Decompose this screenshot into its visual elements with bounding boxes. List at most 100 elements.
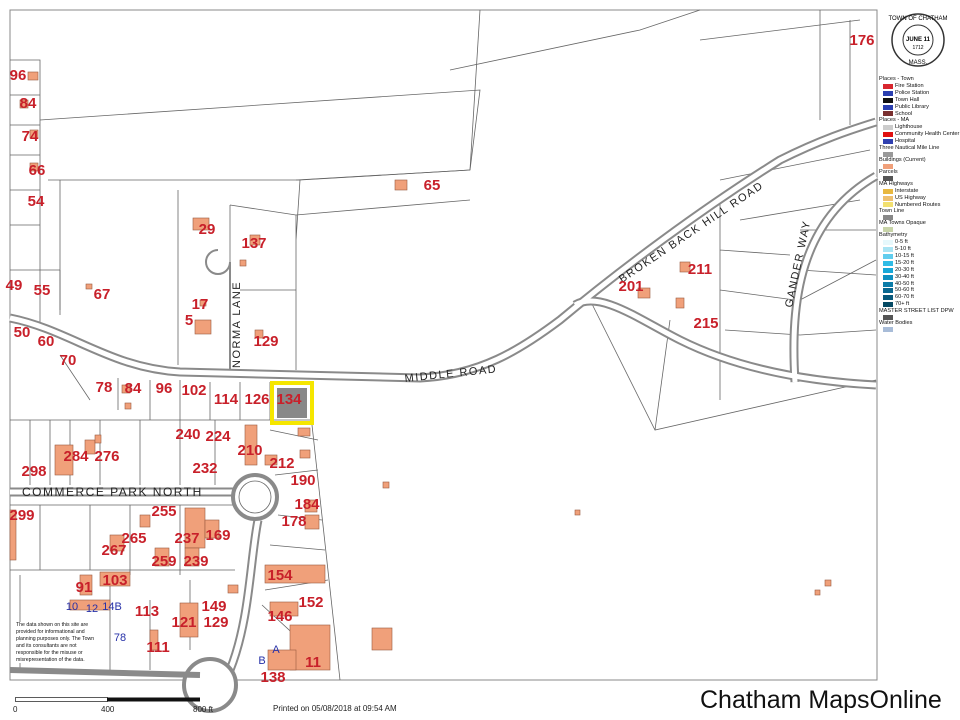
legend-swatch <box>883 246 893 252</box>
parcel-label: 84 <box>125 380 142 397</box>
parcel-label: 259 <box>151 553 176 570</box>
town-seal-logo: JUNE 11 1712 TOWN OF CHATHAM MASS. <box>885 12 951 73</box>
seal-text: TOWN OF CHATHAM <box>888 16 947 22</box>
legend-group-title: Places - Town <box>879 76 914 82</box>
parcel-label: 210 <box>237 442 262 459</box>
road-label-commerce-park-north: COMMERCE PARK NORTH <box>22 485 203 499</box>
building <box>304 514 320 530</box>
building <box>239 259 247 267</box>
parcel-label: 70 <box>60 352 77 369</box>
building <box>194 319 212 335</box>
legend-swatch <box>883 125 893 131</box>
parcel-label: 129 <box>253 333 278 350</box>
legend-item: Community Health Center <box>879 131 960 138</box>
building <box>19 99 29 109</box>
legend-swatch <box>883 295 893 301</box>
legend-swatch <box>883 104 893 110</box>
parcel-label: 111 <box>146 639 169 656</box>
parcel-label: 154 <box>267 567 293 584</box>
building <box>289 624 331 671</box>
roads <box>9 117 879 713</box>
legend-item: 50-60 ft <box>879 287 960 294</box>
legend-item: 0-5 ft <box>879 239 960 246</box>
building <box>269 601 299 617</box>
parcel-label: 176 <box>849 32 874 49</box>
building <box>814 589 821 596</box>
parcel-label: 114 <box>214 391 239 408</box>
legend-item: Numbered Routes <box>879 202 960 209</box>
scale-bar <box>15 697 200 702</box>
scale-label-400: 400 <box>101 705 115 714</box>
legend-item <box>879 315 960 321</box>
unit-label: 10 <box>66 601 78 613</box>
legend-item <box>879 327 960 332</box>
legend-group-title: MASTER STREET LIST DPW <box>879 308 954 315</box>
legend-item: 40-50 ft <box>879 281 960 288</box>
legend-swatch <box>883 90 893 96</box>
legend-item <box>879 215 960 221</box>
building <box>304 499 318 513</box>
buildings <box>9 71 832 671</box>
parcel-label: 121 <box>171 614 196 631</box>
selected-parcel-highlight[interactable] <box>270 381 314 425</box>
legend-item-label: 30-40 ft <box>895 273 914 280</box>
building <box>85 283 93 290</box>
building <box>124 402 132 410</box>
legend-swatch <box>883 175 893 181</box>
legend-item-label: Public Library <box>895 103 929 110</box>
building <box>94 434 102 444</box>
parcel-label: 299 <box>9 507 34 524</box>
scale-label-0: 0 <box>13 705 18 714</box>
parcel-label: 113 <box>135 603 159 620</box>
legend-item-label: Hospital <box>895 138 916 145</box>
building <box>574 509 581 516</box>
unit-label: A <box>272 644 280 656</box>
legend-item-label: 10-15 ft <box>895 252 914 259</box>
legend-item-label: US Highway <box>895 194 926 201</box>
legend-item-label: 40-50 ft <box>895 280 914 287</box>
building <box>264 454 278 466</box>
building <box>254 329 264 339</box>
legend-group-title: Town Line <box>879 208 905 215</box>
legend-item-label: 70+ ft <box>895 301 910 308</box>
parcel-label: 74 <box>22 128 39 145</box>
seal-year: 1712 <box>912 45 923 51</box>
building <box>382 481 390 489</box>
legend-swatch <box>883 253 893 259</box>
legend-swatch <box>883 267 893 273</box>
legend-swatch <box>883 195 893 201</box>
parcel-label: 149 <box>201 598 226 615</box>
legend-swatch <box>883 151 893 157</box>
parcel-label: 224 <box>205 428 231 445</box>
building <box>264 564 326 584</box>
legend-swatch <box>883 240 893 246</box>
unit-label: B <box>258 655 265 667</box>
seal-date: JUNE 11 <box>906 37 931 43</box>
building <box>184 547 200 567</box>
legend-swatch <box>883 227 893 233</box>
parcel-label: 78 <box>96 379 113 396</box>
scale-label-800: 800 ft <box>193 705 214 714</box>
building <box>249 234 261 246</box>
parcel-label: 96 <box>156 380 173 397</box>
parcel-label: 134 <box>276 391 302 408</box>
legend-item <box>879 151 960 157</box>
building <box>99 571 131 587</box>
parcel-label: 152 <box>298 594 323 611</box>
legend-item: US Highway <box>879 195 960 202</box>
parcel-label: 29 <box>199 221 216 238</box>
building <box>149 629 159 651</box>
legend-swatch <box>883 288 893 294</box>
legend-item <box>879 175 960 181</box>
parcel-label: 17 <box>192 296 209 313</box>
building <box>27 71 39 81</box>
legend-item-label: 0-5 ft <box>895 239 908 246</box>
legend-item-label: Lighthouse <box>895 124 923 131</box>
legend-group-title: Places - MA <box>879 117 910 124</box>
parcel-lines <box>10 9 877 681</box>
legend-item-label: Town Hall <box>895 96 920 103</box>
parcel-label: 298 <box>21 463 46 480</box>
building <box>69 599 111 611</box>
